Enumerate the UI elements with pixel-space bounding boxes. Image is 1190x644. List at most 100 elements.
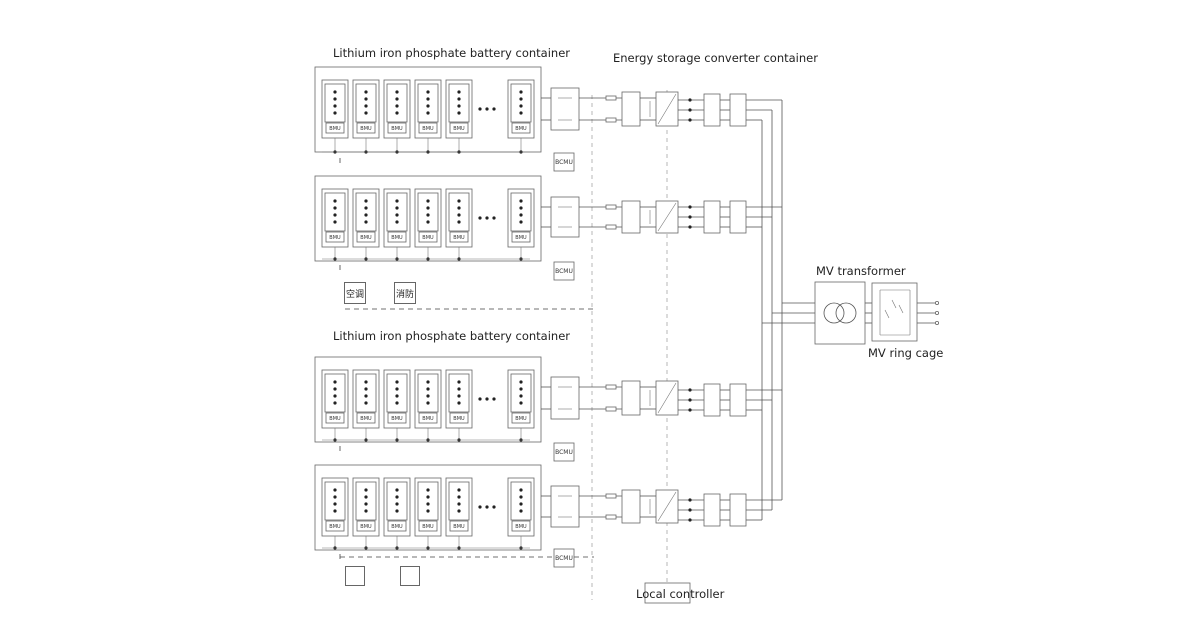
- cell-dot: [426, 509, 430, 513]
- ellipsis-dot: [492, 505, 496, 509]
- cell-dot: [426, 220, 430, 224]
- battery-module-stack: [510, 481, 532, 521]
- local-controller-box: [644, 582, 691, 604]
- ellipsis-dot: [478, 107, 482, 111]
- fuse: [605, 514, 617, 520]
- bmu-box: [387, 231, 407, 243]
- fuse: [605, 117, 617, 123]
- cell-dot: [364, 111, 368, 115]
- cell-dot: [519, 97, 523, 101]
- ellipsis-dot: [478, 397, 482, 401]
- bmu-label: BMU: [391, 126, 403, 132]
- cell-dot: [333, 111, 337, 115]
- bmu-label: BMU: [391, 416, 403, 422]
- cell-dot: [364, 90, 368, 94]
- fuse: [605, 224, 617, 230]
- bmu-label: BMU: [360, 126, 372, 132]
- fuse: [605, 493, 617, 499]
- ac-node: [688, 225, 692, 229]
- cell-dot: [333, 97, 337, 101]
- bmu-label: BMU: [360, 524, 372, 530]
- battery-module-stack: [417, 83, 439, 123]
- cell-dot: [364, 199, 368, 203]
- cell-dot: [395, 220, 399, 224]
- cell-dot: [395, 401, 399, 405]
- bmu-box: [325, 520, 345, 532]
- cell-dot: [395, 111, 399, 115]
- bmu-box: [325, 122, 345, 134]
- ellipsis-dot: [492, 216, 496, 220]
- mv-ring-cage-label: MV ring cage: [868, 346, 944, 360]
- cell-dot: [364, 97, 368, 101]
- battery-module-stack: [386, 481, 408, 521]
- ac-node: [688, 388, 692, 392]
- ac-node: [688, 398, 692, 402]
- cell-dot: [364, 380, 368, 384]
- cell-dot: [457, 387, 461, 391]
- bmu-label: BMU: [515, 524, 527, 530]
- battery-module-stack: [324, 481, 346, 521]
- battery-module-stack: [324, 83, 346, 123]
- cell-dot: [426, 502, 430, 506]
- battery-module-stack: [386, 373, 408, 413]
- cell-dot: [395, 488, 399, 492]
- battery-module-stack: [417, 192, 439, 232]
- ac-breaker: [729, 200, 747, 234]
- ellipsis-dot: [485, 216, 489, 220]
- bmu-label: BMU: [360, 235, 372, 241]
- cell-dot: [364, 502, 368, 506]
- cell-dot: [333, 394, 337, 398]
- cell-dot: [426, 104, 430, 108]
- fuse: [605, 95, 617, 101]
- cell-dot: [457, 90, 461, 94]
- cell-dot: [364, 213, 368, 217]
- bmu-label: BMU: [329, 524, 341, 530]
- bmu-box: [449, 520, 469, 532]
- ac-node: [688, 498, 692, 502]
- battery-module-stack: [355, 83, 377, 123]
- bmu-box: [449, 412, 469, 424]
- dc-combiner: [550, 196, 580, 238]
- cell-dot: [457, 495, 461, 499]
- inverter-diagonal: [657, 382, 677, 414]
- bmu-box: [511, 412, 531, 424]
- battery-module-stack: [448, 481, 470, 521]
- cell-dot: [519, 401, 523, 405]
- cell-dot: [364, 401, 368, 405]
- cell-dot: [333, 380, 337, 384]
- cell-dot: [519, 394, 523, 398]
- dc-breaker: [621, 380, 641, 416]
- bcmu-label: BCMU: [555, 555, 573, 562]
- cell-dot: [364, 206, 368, 210]
- mv-transformer: [814, 281, 866, 345]
- cell-dot: [333, 387, 337, 391]
- bmu-label: BMU: [329, 416, 341, 422]
- cell-dot: [333, 502, 337, 506]
- battery-module-stack: [324, 373, 346, 413]
- cell-dot: [395, 90, 399, 94]
- cell-dot: [395, 380, 399, 384]
- dc-breaker: [621, 91, 641, 127]
- cell-dot: [333, 495, 337, 499]
- battery-module-stack: [386, 192, 408, 232]
- battery-module-stack: [417, 481, 439, 521]
- cell-dot: [457, 401, 461, 405]
- battery-module-stack: [510, 373, 532, 413]
- battery-module-stack: [417, 373, 439, 413]
- static-wiring: [340, 90, 940, 600]
- cell-dot: [426, 97, 430, 101]
- inverter-diagonal: [657, 202, 677, 232]
- cell-dot: [519, 502, 523, 506]
- ac-filter: [703, 493, 721, 527]
- aux-fire-protection-box: 消防: [394, 282, 416, 304]
- bmu-box: [387, 412, 407, 424]
- bmu-label: BMU: [422, 126, 434, 132]
- fuse: [605, 384, 617, 390]
- ac-filter: [703, 383, 721, 417]
- cell-dot: [333, 206, 337, 210]
- cell-dot: [395, 213, 399, 217]
- battery-module-stack: [510, 83, 532, 123]
- bcmu-label: BCMU: [555, 268, 573, 275]
- cell-dot: [519, 111, 523, 115]
